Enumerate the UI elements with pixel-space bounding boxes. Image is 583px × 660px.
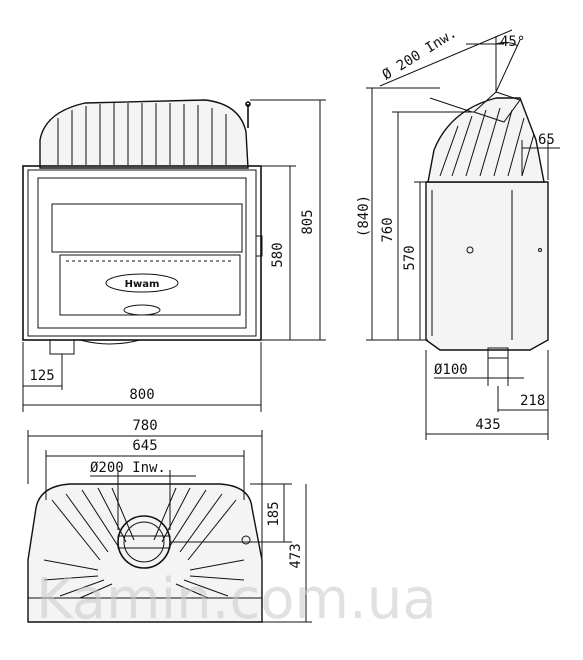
- dim-645-label: 645: [132, 438, 157, 454]
- dim-218-label: 218: [520, 393, 545, 409]
- front-glass-frame: [37, 177, 247, 329]
- side-flue-collar: [473, 91, 521, 123]
- dim-200-label: Ø200 Inw.: [90, 460, 166, 476]
- top-ribs: [43, 487, 245, 599]
- angle-label: 45°: [500, 34, 525, 50]
- front-bottom-base: [79, 339, 141, 345]
- dim-473-label: 473: [288, 543, 304, 568]
- dim-570-label: 570: [402, 245, 418, 270]
- flue-dia-ext: [429, 97, 473, 113]
- flue-dia-leader: [379, 29, 513, 87]
- front-ribs: [57, 103, 227, 165]
- angle-arc: [495, 41, 519, 47]
- top-knob: [241, 535, 251, 545]
- side-body: [425, 181, 549, 351]
- front-bottom-inlet: [49, 339, 75, 355]
- side-bottom-inlet: [487, 347, 509, 359]
- front-logo-text: Hwam: [125, 279, 160, 290]
- top-flue-inner: [123, 521, 165, 563]
- front-badge: [123, 304, 161, 316]
- side-dot: [538, 248, 542, 252]
- side-fastener: [466, 246, 474, 254]
- dim-125-label: 125: [29, 368, 54, 384]
- dim-580-label: 580: [270, 242, 286, 267]
- dim-805-label: 805: [300, 209, 316, 234]
- dim-800-label: 800: [129, 387, 154, 403]
- side-view: 45° Ø 200 Inw. 65 (840) 760 570 Ø100 218: [356, 25, 560, 440]
- front-interior-top: [51, 203, 243, 253]
- top-front-frame: [27, 597, 263, 623]
- flue-dia-label: Ø 200 Inw.: [380, 25, 460, 83]
- top-view: 780 645 Ø200 Inw. 185 473: [27, 418, 312, 623]
- side-dome-ribs: [439, 107, 535, 177]
- watermark: Kamin.com.ua: [36, 567, 437, 632]
- front-outer-frame: [22, 165, 262, 341]
- dim-435-label: 435: [475, 417, 500, 433]
- front-view: Hwam 805 580 125 800: [22, 99, 326, 412]
- dim-100-label: Ø100: [434, 362, 468, 378]
- front-logo-plate: [105, 273, 179, 293]
- dim-760-label: 760: [380, 217, 396, 242]
- angle-line-a: [495, 39, 521, 93]
- dim-185-label: 185: [266, 501, 282, 526]
- front-door-hinge: [255, 235, 263, 257]
- front-frame-rim: [27, 169, 257, 337]
- dim-840-label: (840): [356, 195, 372, 237]
- dim-65-label: 65: [538, 132, 555, 148]
- front-dome: [39, 99, 249, 169]
- front-top-knob: [245, 101, 251, 107]
- dim-780-label: 780: [132, 418, 157, 434]
